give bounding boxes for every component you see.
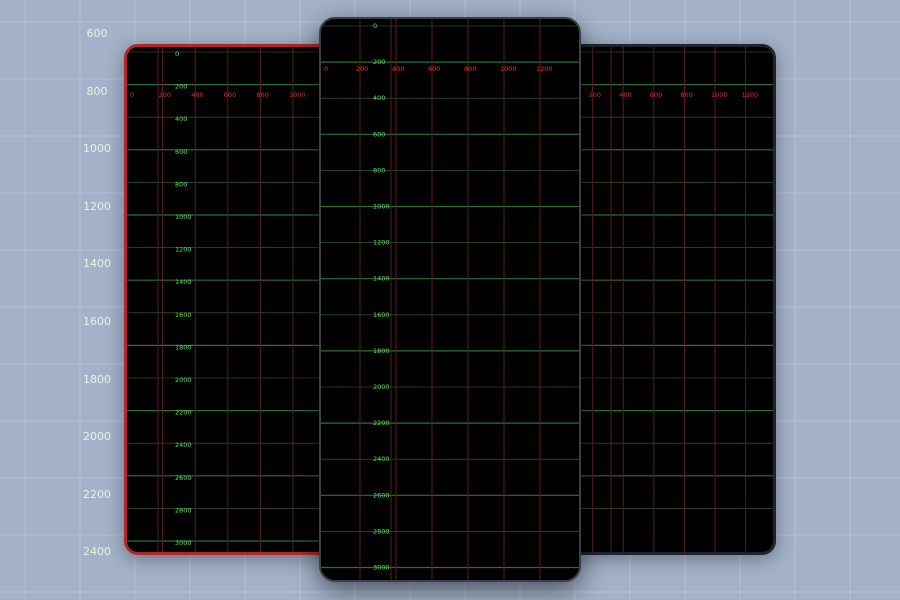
y-tick-label: 2200 xyxy=(373,419,390,427)
x-tick-label: 800 xyxy=(256,91,268,99)
x-tick-label: 1200 xyxy=(742,91,759,99)
y-tick-label: 1600 xyxy=(175,311,192,319)
y-tick-label: 800 xyxy=(373,166,385,174)
ruler-label: 800 xyxy=(86,84,108,98)
phone-left-grid: 0 200 400 600 800 1000 0 200 400 600 800 1000 1200 14… xyxy=(127,47,341,552)
phone-center: 0 200 400 600 800 1000 1200 0 200 400 600 800 1000 12… xyxy=(319,17,581,582)
ruler-label: 600 xyxy=(86,27,108,40)
y-tick-label: 600 xyxy=(175,148,187,156)
y-tick-label: 1200 xyxy=(175,246,192,254)
x-tick-label: 400 xyxy=(619,91,631,99)
x-tick-label: 200 xyxy=(159,91,171,99)
x-tick-label: 400 xyxy=(392,65,404,73)
y-tick-label: 1800 xyxy=(373,347,390,355)
y-tick-label: 2000 xyxy=(175,376,192,384)
y-tick-label: 600 xyxy=(373,130,385,138)
y-tick-label: 3000 xyxy=(175,539,192,547)
y-tick-label: 2600 xyxy=(373,491,390,499)
y-tick-label: 2800 xyxy=(175,506,192,514)
y-tick-label: 2800 xyxy=(373,527,390,535)
x-tick-label: 1000 xyxy=(500,65,517,73)
y-tick-label: 800 xyxy=(175,180,187,188)
y-tick-label: 0 xyxy=(175,50,179,58)
y-tick-label: 1800 xyxy=(175,343,192,351)
x-tick-label: 1200 xyxy=(536,65,553,73)
y-tick-label: 1400 xyxy=(373,275,390,283)
x-tick-label: 800 xyxy=(680,91,692,99)
y-tick-label: 200 xyxy=(373,58,385,66)
y-tick-label: 400 xyxy=(373,94,385,102)
y-tick-label: 2400 xyxy=(175,441,192,449)
ruler-label: 1400 xyxy=(83,257,111,271)
y-tick-label: 400 xyxy=(175,115,187,123)
y-tick-label: 2400 xyxy=(373,455,390,463)
phone-right-grid: 0200400600800100012000200400600800100012… xyxy=(559,47,773,552)
x-tick-label: 0 xyxy=(130,91,134,99)
ruler-label: 1200 xyxy=(83,199,111,213)
x-tick-label: 400 xyxy=(191,91,203,99)
x-tick-label: 600 xyxy=(224,91,236,99)
ruler-label: 2000 xyxy=(83,430,111,444)
y-tick-label: 0 xyxy=(373,22,377,30)
y-tick-label: 3000 xyxy=(373,564,390,572)
y-tick-label: 1000 xyxy=(175,213,192,221)
x-tick-label: 800 xyxy=(464,65,476,73)
y-tick-label: 2600 xyxy=(175,474,192,482)
ruler-label: 2400 xyxy=(83,545,111,559)
ruler-label: 1600 xyxy=(83,315,111,328)
y-tick-label: 1400 xyxy=(175,278,192,286)
ruler-label: 1000 xyxy=(83,142,111,156)
y-tick-label: 1000 xyxy=(373,203,390,211)
x-tick-label: 600 xyxy=(428,65,440,73)
x-tick-label: 1000 xyxy=(711,91,728,99)
y-tick-label: 2000 xyxy=(373,383,390,391)
ruler-label: 2200 xyxy=(83,487,111,501)
phone-right: 0200400600800100012000200400600800100012… xyxy=(556,44,776,555)
y-tick-label: 200 xyxy=(175,83,187,91)
y-tick-label: 1600 xyxy=(373,311,390,319)
x-tick-label: 200 xyxy=(356,65,368,73)
x-tick-label: 0 xyxy=(324,65,328,73)
ruler-label: 1800 xyxy=(83,372,111,386)
x-tick-label: 600 xyxy=(650,91,662,99)
x-tick-label: 200 xyxy=(589,91,601,99)
x-tick-label: 1000 xyxy=(289,91,306,99)
phone-left: 0 200 400 600 800 1000 0 200 400 600 800 1000 1200 14… xyxy=(124,44,344,555)
phone-center-grid: 0 200 400 600 800 1000 1200 0 200 400 600 800 1000 12… xyxy=(321,19,579,580)
y-tick-label: 1200 xyxy=(373,239,390,247)
y-tick-label: 2200 xyxy=(175,409,192,417)
